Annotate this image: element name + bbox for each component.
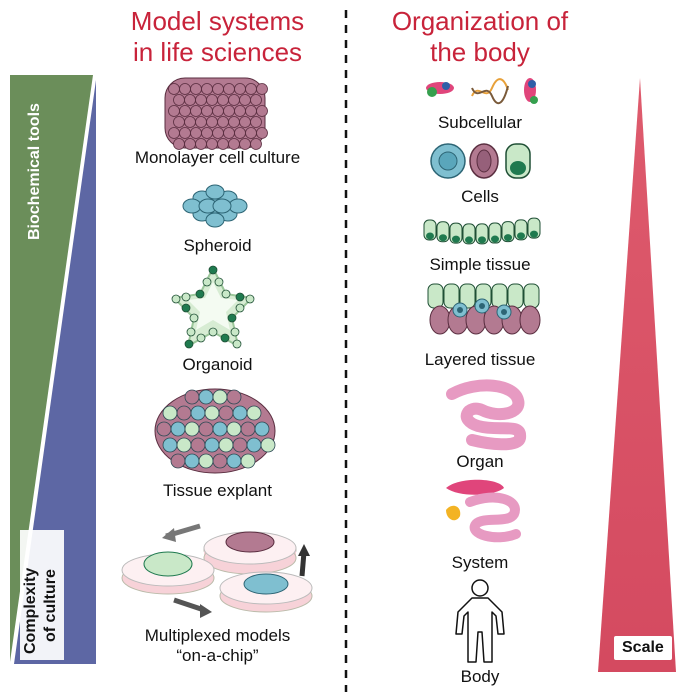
org-label-layered-tissue: Layered tissue — [424, 350, 536, 369]
complexity-triangle — [14, 80, 96, 664]
model-label-tissue-explant: Tissue explant — [163, 481, 272, 500]
biochemical-tools-triangle — [10, 75, 93, 662]
organ-illustration — [446, 379, 526, 451]
dish-left — [121, 551, 215, 595]
subcellular-illustration — [426, 78, 538, 105]
model-systems-heading-line1: Model systems — [130, 6, 305, 36]
org-label-subcellular: Subcellular — [437, 113, 523, 132]
system-illustration — [446, 479, 521, 543]
org-label-system: System — [451, 553, 509, 572]
model-label-spheroid: Spheroid — [183, 236, 252, 255]
spheroid-illustration — [182, 184, 248, 228]
scale-label: Scale — [614, 636, 672, 660]
model-label-monolayer: Monolayer cell culture — [134, 148, 301, 167]
tissue-explant-illustration — [154, 388, 276, 474]
layered-tissue-illustration — [427, 283, 541, 335]
model-systems-heading: Model systems in life sciences — [110, 6, 325, 68]
org-label-simple-tissue: Simple tissue — [429, 255, 531, 274]
org-label-organ: Organ — [456, 452, 504, 471]
simple-tissue-illustration — [423, 217, 541, 245]
arrow-icon — [173, 597, 205, 613]
org-label-cells: Cells — [461, 187, 499, 206]
model-label-on-a-chip: “on-a-chip” — [176, 646, 259, 665]
org-label-body: Body — [460, 667, 500, 686]
organization-heading: Organization of the body — [370, 6, 590, 68]
model-label-organoid: Organoid — [182, 355, 253, 374]
dish-top — [203, 531, 297, 575]
left-complexity-bar — [10, 75, 96, 664]
on-a-chip-illustration — [121, 523, 313, 618]
organization-heading-line1: Organization of — [391, 6, 569, 36]
dish-bottom — [219, 571, 313, 613]
model-label-multiplexed: Multiplexed models — [144, 626, 291, 645]
monolayer-cell-culture-illustration — [164, 77, 268, 150]
organization-heading-line2: the body — [430, 37, 530, 67]
body-silhouette-icon — [455, 579, 505, 663]
model-systems-heading-line2: in life sciences — [132, 37, 303, 67]
organoid-illustration — [171, 265, 255, 349]
cells-illustration — [430, 143, 531, 179]
